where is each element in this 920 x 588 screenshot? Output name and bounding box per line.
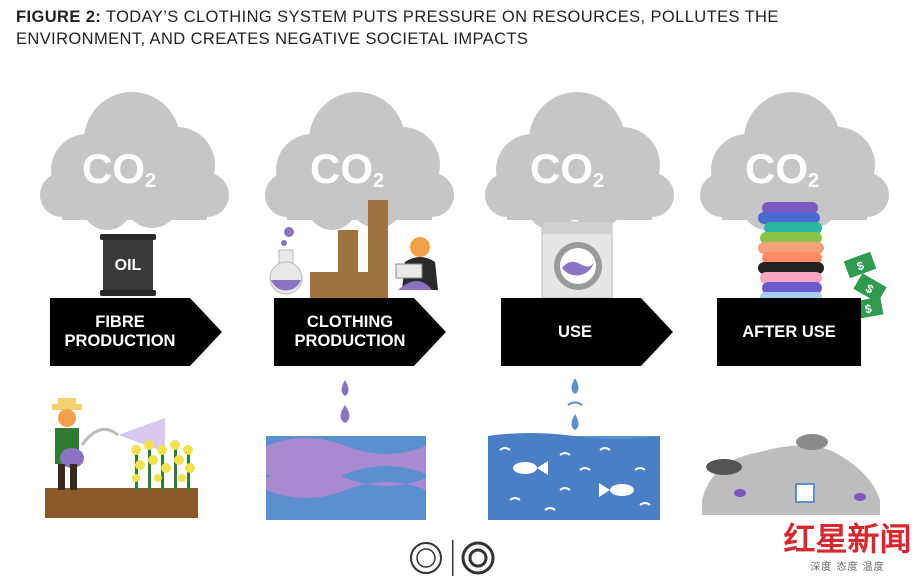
use-droplets	[568, 378, 582, 430]
stage-4-label: AFTER USE	[742, 323, 836, 341]
stage-box-4: AFTER USE	[717, 298, 861, 366]
brand-name: 红星新闻	[780, 520, 915, 558]
news-brand-watermark: 红星新闻 深度 态度 温度	[780, 520, 915, 573]
logo-divider	[452, 540, 454, 576]
stage-arrow-1: FIBRE PRODUCTION	[50, 298, 222, 366]
stage-1-label-line1: FIBRE	[95, 313, 145, 331]
foundation-logo	[463, 543, 493, 573]
brand-tagline: 深度 态度 温度	[780, 558, 915, 573]
partner-logos	[408, 536, 504, 580]
stage-arrow-3: USE	[501, 298, 673, 366]
stage-2-label-line2: PRODUCTION	[295, 332, 406, 350]
cotton-field-scene	[45, 398, 198, 518]
production-droplets	[341, 380, 350, 423]
oil-barrel-icon: OIL	[100, 234, 156, 296]
microplastic-water-use	[488, 433, 660, 520]
stage-arrow-2: CLOTHING PRODUCTION	[274, 298, 446, 366]
oil-label: OIL	[115, 257, 142, 274]
washing-machine-icon	[542, 222, 612, 298]
stage-1-label-line2: PRODUCTION	[65, 332, 176, 350]
circular-fibres-initiative-logo	[411, 543, 441, 573]
polluted-water-production	[266, 436, 426, 520]
flask-icon	[270, 227, 302, 294]
landfill-icon	[702, 434, 880, 515]
garment-worker-icon	[396, 237, 438, 290]
stage-2-label-line1: CLOTHING	[307, 313, 393, 331]
clothes-pile-icon	[758, 202, 824, 302]
stage-3-label: USE	[558, 323, 592, 341]
farmer-icon	[52, 398, 118, 490]
